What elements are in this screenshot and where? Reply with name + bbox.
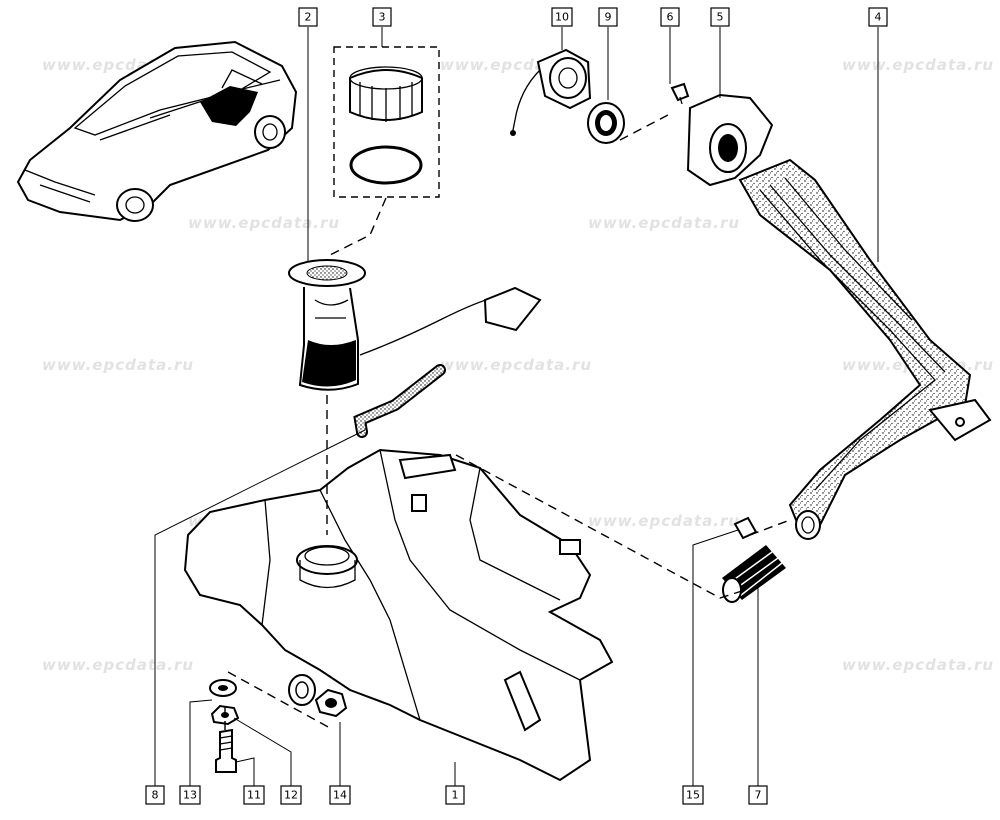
callout-label: 5 [717, 11, 724, 24]
bolt [215, 728, 237, 773]
seal-ring [349, 145, 423, 185]
vent-hose-connector [733, 516, 758, 540]
callout-label: 15 [686, 789, 700, 802]
callout-label: 6 [667, 11, 674, 24]
callout-13: 13 [179, 785, 201, 805]
callout-1: 1 [445, 785, 465, 805]
callout-12: 12 [280, 785, 302, 805]
filler-hose [722, 545, 786, 603]
watermark: www.epcdata.ru [842, 656, 994, 674]
watermark: www.epcdata.ru [588, 512, 740, 530]
callout-label: 1 [452, 789, 459, 802]
callout-label: 12 [284, 789, 298, 802]
fuel-filler-cap [510, 48, 592, 136]
callout-10: 10 [551, 7, 573, 27]
car-location-illustration [16, 40, 298, 222]
watermark: www.epcdata.ru [842, 56, 994, 74]
callout-2: 2 [298, 7, 318, 27]
callout-6: 6 [660, 7, 680, 27]
fuel-tank [183, 448, 614, 782]
callout-14: 14 [329, 785, 351, 805]
pump-electrical-connector [483, 286, 542, 332]
callout-labels: 2 3 10 9 6 5 4 8 13 11 12 14 1 15 7 [145, 7, 888, 805]
callout-label: 2 [305, 11, 312, 24]
filler-housing-screw [670, 82, 690, 105]
fasteners [209, 674, 348, 773]
callout-5: 5 [710, 7, 730, 27]
watermark: www.epcdata.ru [42, 656, 194, 674]
callout-label: 4 [875, 11, 882, 24]
watermark: www.epcdata.ru [42, 356, 194, 374]
breather-hose [353, 364, 446, 438]
dashed-group-box [333, 46, 440, 198]
callout-label: 13 [183, 789, 197, 802]
fuel-tank-location-highlight [200, 86, 258, 126]
watermark: www.epcdata.ru [188, 214, 340, 232]
watermark: www.epcdata.ru [440, 356, 592, 374]
callout-leaders [154, 27, 879, 786]
callout-label: 7 [755, 789, 762, 802]
callout-9: 9 [598, 7, 618, 27]
callout-4: 4 [868, 7, 888, 27]
callout-label: 3 [379, 11, 386, 24]
fuel-filler-housing [686, 93, 774, 187]
callout-label: 11 [247, 789, 261, 802]
callout-label: 14 [333, 789, 347, 802]
tank-pump-opening [296, 545, 358, 575]
callout-7: 7 [748, 785, 768, 805]
watermark: www.epcdata.ru [588, 214, 740, 232]
assembly-guide-lines [224, 114, 791, 730]
filler-neck-grommet [587, 102, 625, 144]
fuel-pump-module [288, 259, 542, 391]
callout-15: 15 [682, 785, 704, 805]
callout-3: 3 [372, 7, 392, 27]
fuel-filler-neck [738, 158, 992, 540]
callout-label: 9 [605, 11, 612, 24]
callout-8: 8 [145, 785, 165, 805]
callout-label: 8 [152, 789, 159, 802]
callout-label: 10 [555, 11, 569, 24]
pump-lock-ring-and-seal-group [333, 46, 440, 198]
callout-11: 11 [243, 785, 265, 805]
